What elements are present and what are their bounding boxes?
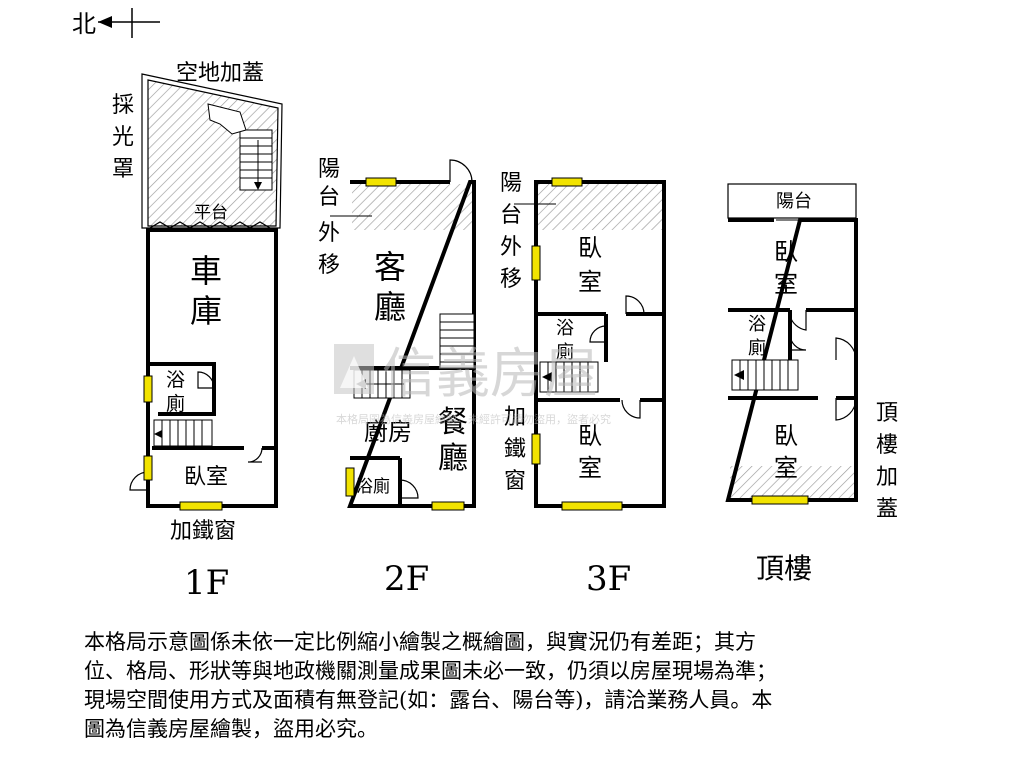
roof-balcony-label: 陽台 — [776, 191, 812, 212]
dining-label-1: 餐 — [438, 405, 468, 440]
open-space-outline — [141, 73, 283, 229]
watermark-notice: 本格局圖為信義房屋繪製，未經許可請勿盜用，盜者必究 — [336, 412, 611, 426]
floor-2f: 陽 台 外 移 客 廳 廚房 餐 廳 浴廁 2F — [318, 157, 476, 599]
floor-label-1f: 1F — [184, 563, 229, 603]
roof-addition-label-4: 蓋 — [876, 497, 898, 522]
roof-balcony — [727, 183, 857, 219]
floor-3f-stairs — [539, 361, 599, 393]
bedroom-label: 臥室 — [184, 465, 228, 490]
roof-addition-label-3: 加 — [876, 465, 898, 490]
bath-label-2: 廁 — [748, 337, 766, 359]
disclaimer-line: 本格局示意圖係未依一定比例縮小繪製之概繪圖，與實況仍有差距；其方 — [84, 630, 756, 654]
open-space-label: 空地加蓋 — [176, 61, 264, 86]
balcony-label-1: 陽 — [500, 171, 522, 196]
floor-1f-outline — [146, 228, 278, 508]
balcony-label-3: 外 — [318, 221, 340, 246]
living-label-2: 廳 — [374, 288, 406, 326]
compass: 北 — [72, 8, 160, 38]
balcony-hatch — [352, 184, 472, 230]
kitchen-label: 廚房 — [364, 418, 412, 446]
skylight-label-3: 罩 — [112, 157, 134, 182]
bedroom-label-1: 臥 — [578, 234, 602, 262]
open-space-stairs — [207, 103, 273, 191]
floor-label-2f: 2F — [384, 559, 429, 599]
balcony-label-2: 台 — [500, 203, 522, 228]
skylight-label-1: 採 — [112, 93, 134, 118]
balcony-label-3: 外 — [500, 235, 522, 260]
living-label-1: 客 — [374, 248, 406, 286]
balcony-label-1: 陽 — [318, 157, 340, 182]
roof-addition-label-1: 頂 — [876, 401, 898, 426]
window — [431, 501, 465, 511]
bath-label: 浴廁 — [356, 476, 390, 497]
roof-addition-label-2: 樓 — [876, 433, 898, 458]
balcony-label-2: 台 — [318, 185, 340, 210]
window — [179, 501, 223, 511]
watermark: 信義房屋 本格局圖為信義房屋繪製，未經許可請勿盜用，盜者必究 — [334, 342, 611, 426]
floor-roof-stairs — [731, 359, 799, 391]
platform-label: 平台 — [194, 203, 228, 223]
bath-label-1: 浴 — [166, 369, 185, 391]
iron-window-label: 加鐵窗 — [170, 519, 236, 544]
disclaimer-line: 現場空間使用方式及面積有無登記(如：露台、陽台等)，請洽業務人員。本 — [84, 688, 773, 712]
balcony-hatch — [538, 184, 662, 230]
window — [551, 177, 583, 187]
garage-label-1: 車 — [190, 252, 222, 290]
skylight-label-2: 光 — [112, 125, 134, 150]
floor-label-3f: 3F — [586, 559, 631, 599]
balcony-label-4: 移 — [500, 267, 522, 292]
bath-label-1: 浴 — [556, 318, 574, 339]
bedroom-label-1: 臥 — [774, 238, 798, 266]
iron-window-label-2: 鐵 — [504, 437, 526, 462]
floor-roof-outline — [725, 218, 858, 502]
balcony-label-4: 移 — [318, 253, 340, 278]
window — [143, 455, 153, 481]
iron-window-label-3: 窗 — [504, 469, 526, 494]
window — [365, 177, 397, 187]
north-arrow-icon — [98, 16, 112, 28]
bedroom-label-2: 室 — [774, 270, 798, 298]
iron-window-label-1: 加 — [504, 405, 526, 430]
floor-3f: 陽 台 外 移 臥 室 浴 廁 臥 室 加 鐵 窗 3F — [500, 171, 666, 599]
bath-label-2: 廁 — [166, 392, 185, 415]
window — [531, 245, 541, 281]
bedroom-label-2: 室 — [578, 268, 602, 296]
window — [143, 375, 153, 403]
floor-roof: 陽台 臥 室 浴 廁 臥 室 頂 樓 加 蓋 頂樓 — [725, 183, 898, 585]
watermark-brand: 信義房屋 — [382, 342, 598, 405]
bedroom-label-4: 室 — [774, 454, 798, 482]
bedroom-label-3: 臥 — [774, 422, 798, 450]
bedroom-label-4: 室 — [578, 454, 602, 482]
garage-label-2: 庫 — [190, 292, 222, 330]
disclaimer: 本格局示意圖係未依一定比例縮小繪製之概繪圖，與實況仍有差距；其方 位、格局、形狀… — [84, 628, 964, 744]
window — [561, 501, 623, 511]
floor-label-roof: 頂樓 — [756, 552, 812, 585]
window — [531, 433, 541, 465]
window — [751, 495, 809, 505]
bath-label-1: 浴 — [748, 314, 766, 335]
window — [345, 467, 355, 497]
disclaimer-line: 圖為信義房屋繪製，盜用必究。 — [84, 717, 378, 741]
dining-label-2: 廳 — [438, 441, 468, 476]
floor-1f-stairs — [153, 419, 213, 447]
north-label: 北 — [72, 10, 96, 38]
floor-1f: 空地加蓋 採 光 罩 平台 車 庫 浴 廁 — [112, 61, 283, 603]
bath-label-2: 廁 — [556, 341, 574, 363]
disclaimer-line: 位、格局、形狀等與地政機關測量成果圖未必一致，仍須以房屋現場為準； — [84, 659, 777, 683]
bedroom-label-3: 臥 — [578, 422, 602, 450]
